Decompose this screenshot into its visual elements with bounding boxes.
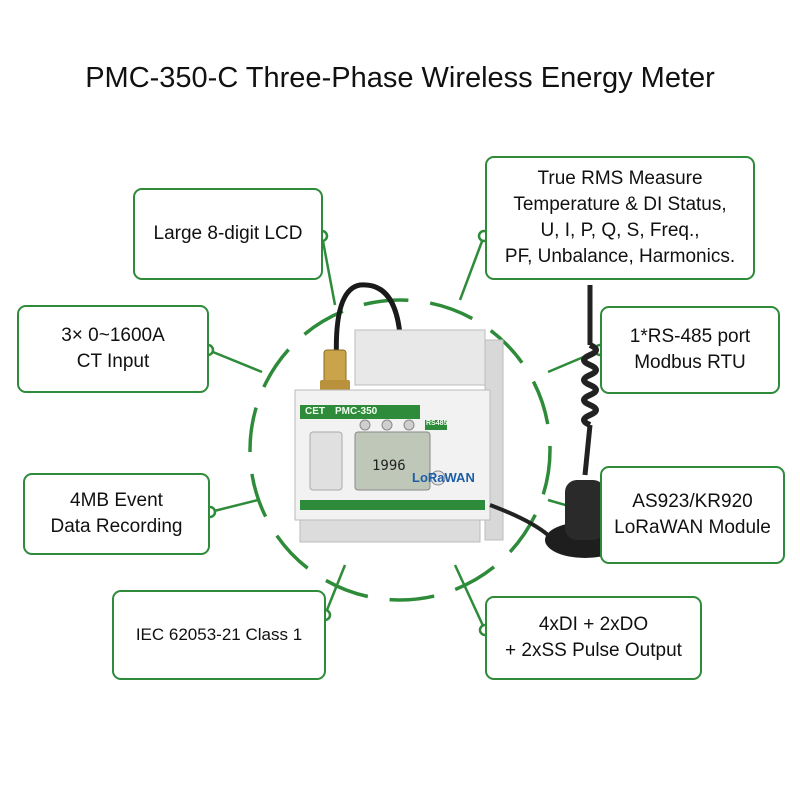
left-antenna [320, 282, 403, 392]
callout-io: 4xDI + 2xDO + 2xSS Pulse Output [485, 596, 702, 680]
callout-rms-measure-line-4: PF, Unbalance, Harmonics. [504, 246, 736, 267]
callout-lcd-line-1: Large 8-digit LCD [153, 223, 303, 244]
callout-lorawan-module-line-1: AS923/KR920 [632, 491, 753, 512]
callout-lorawan-module-line-2: LoRaWAN Module [614, 517, 771, 538]
callout-iec-class: IEC 62053-21 Class 1 [112, 590, 326, 680]
lorawan-module-label: LoRaWAN [412, 470, 475, 485]
callout-rs485: 1*RS-485 port Modbus RTU [600, 306, 780, 394]
feature-ring [248, 298, 552, 602]
device-port-label: RS485 [426, 420, 448, 427]
callout-ct-input-line-1: 3× 0~1600A [61, 325, 165, 346]
page-title: PMC-350-C Three-Phase Wireless Energy Me… [85, 62, 715, 94]
device-brand-label: CET [305, 406, 325, 417]
callout-rs485-line-2: Modbus RTU [634, 352, 746, 373]
callout-rms-measure-line-3: U, I, P, Q, S, Freq., [540, 220, 700, 241]
callout-rs485-line-1: 1*RS-485 port [629, 326, 751, 347]
lcd-display-value: 1996 [372, 458, 406, 474]
callout-event-recording-line-1: 4MB Event [70, 490, 163, 511]
meter-device [294, 329, 504, 543]
callout-iec-class-line-1: IEC 62053-21 Class 1 [135, 625, 303, 644]
callout-rms-measure-line-1: True RMS Measure [537, 168, 703, 189]
callout-rms-measure-line-2: Temperature & DI Status, [513, 194, 727, 215]
callout-io-line-1: 4xDI + 2xDO [538, 614, 649, 635]
callout-ct-input: 3× 0~1600A CT Input [17, 305, 209, 393]
callout-event-recording: 4MB Event Data Recording [23, 473, 210, 555]
callout-lorawan-module: AS923/KR920 LoRaWAN Module [600, 466, 785, 564]
connector-lines [207, 235, 601, 631]
callout-lcd: Large 8-digit LCD [133, 188, 323, 280]
callout-event-recording-line-2: Data Recording [50, 516, 183, 537]
callout-ct-input-line-2: CT Input [76, 351, 150, 372]
device-model-label: PMC-350 [335, 406, 378, 417]
callout-io-line-2: + 2xSS Pulse Output [505, 640, 682, 661]
callout-rms-measure: True RMS Measure Temperature & DI Status… [485, 156, 755, 280]
